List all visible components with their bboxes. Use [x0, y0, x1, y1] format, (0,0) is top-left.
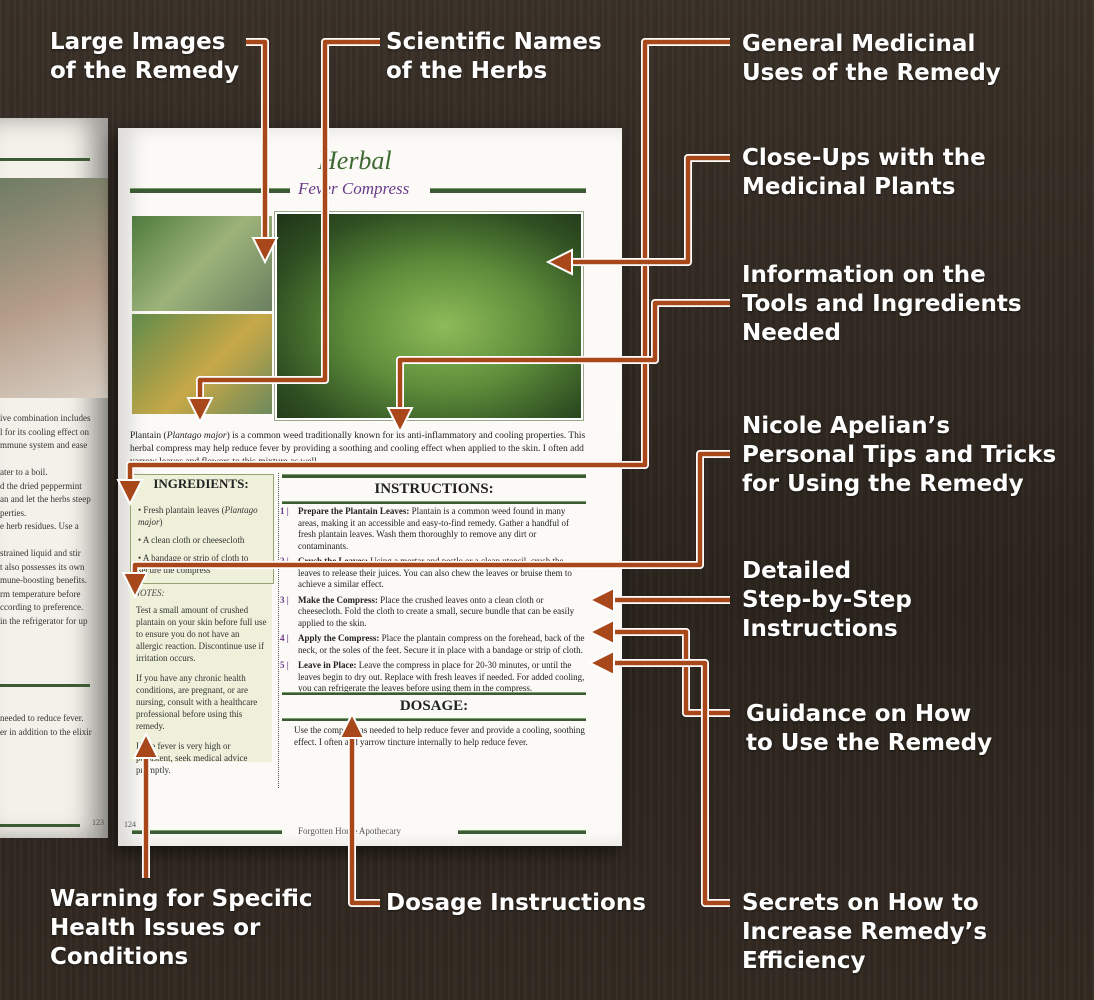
- step-title: Apply the Compress:: [298, 633, 380, 643]
- right-book-page: Herbal Fever Compress Plantain (Plantago…: [118, 128, 622, 846]
- left-page-number: 123: [92, 818, 104, 827]
- instruction-step: 1 | Prepare the Plantain Leaves: Plantain…: [280, 506, 588, 552]
- dosage-heading: DOSAGE:: [399, 698, 469, 714]
- callout-personal-tips: Nicole Apelian’s Personal Tips and Trick…: [742, 413, 1057, 497]
- note-paragraph: If you have any chronic health condition…: [136, 673, 258, 731]
- footer-rule-right: [458, 830, 586, 834]
- arrow-close-ups: [545, 154, 730, 276]
- left-page-text-bottom: needed to reduce fever. er in addition t…: [0, 713, 92, 737]
- ingredients-heading: INGREDIENTS:: [153, 476, 249, 491]
- callout-general-uses: General Medicinal Uses of the Remedy: [742, 31, 1001, 86]
- note-paragraph: Test a small amount of crushed plantain …: [136, 605, 267, 663]
- ingredient-item: • A bandage or strip of cloth to secure …: [138, 553, 249, 575]
- notes-box: [130, 584, 272, 762]
- notes-heading: NOTES:: [134, 588, 165, 598]
- instruction-step: 4 | Apply the Compress: Place the plantai…: [280, 633, 588, 656]
- left-page-rule: [0, 824, 80, 827]
- callout-scientific-names: Scientific Names of the Herbs: [386, 29, 602, 84]
- title-rule-right: [430, 188, 586, 193]
- step-text: Plantain is a common weed found in many …: [298, 506, 570, 551]
- instructions-rule: [282, 501, 586, 504]
- column-divider: [278, 473, 279, 788]
- arrow-step-by-step: [587, 586, 730, 614]
- step-title: Prepare the Plantain Leaves:: [298, 506, 410, 516]
- instruction-step: 5 | Leave in Place: Leave the compress in…: [280, 660, 588, 695]
- footer-rule-left: [132, 830, 282, 834]
- left-page-text: ive combination includes l for its cooli…: [0, 413, 91, 626]
- callout-large-images: Large Images of the Remedy: [50, 29, 240, 84]
- instructions-heading: INSTRUCTIONS:: [374, 481, 494, 497]
- remedy-photo-herbs: [132, 216, 272, 311]
- callout-step-by-step: Detailed Step-by-Step Instructions: [742, 558, 912, 642]
- step-number: 5 |: [280, 660, 289, 670]
- arrow-large-images: [246, 38, 279, 265]
- step-number: 4 |: [280, 633, 289, 643]
- right-page-number: 124: [124, 820, 136, 829]
- step-number: 3 |: [280, 594, 289, 605]
- step-title: Make the Compress:: [298, 594, 378, 605]
- arrow-personal-tips: [121, 450, 730, 600]
- ingredient-item: • Fresh plantain leaves (Plantago major): [138, 505, 258, 527]
- callout-dosage: Dosage Instructions: [386, 890, 646, 916]
- callout-tools-info: Information on the Tools and Ingredients…: [742, 262, 1022, 346]
- instruction-step: 3 | Make the Compress: Place the crushed …: [280, 595, 588, 630]
- arrow-warning: [132, 731, 160, 878]
- arrow-dosage: [338, 711, 380, 907]
- instructions-steps: 1 | Prepare the Plantain Leaves: Plantain…: [280, 506, 588, 699]
- page-title: Herbal: [318, 146, 392, 175]
- dosage-text: Use the compress as needed to help reduc…: [294, 725, 585, 747]
- step-text: Place the plantain compress on the foreh…: [298, 633, 585, 655]
- step-text: Place the crushed leaves onto a clean cl…: [298, 594, 575, 628]
- title-rule-left: [130, 188, 290, 193]
- step-text: Leave the compress in place for 20-30 mi…: [298, 660, 585, 693]
- step-title: Leave in Place:: [298, 660, 357, 670]
- callout-close-ups: Close-Ups with the Medicinal Plants: [742, 145, 986, 200]
- arrow-tools: [386, 299, 730, 435]
- note-paragraph: If the fever is very high or persistent,…: [136, 741, 248, 775]
- callout-warning: Warning for Specific Health Issues or Co…: [50, 886, 313, 970]
- left-book-page: ive combination includes l for its cooli…: [0, 118, 108, 838]
- arrow-secrets: [587, 649, 730, 907]
- notes-body: Test a small amount of crushed plantain …: [136, 604, 268, 784]
- instructions-rule: [282, 474, 586, 478]
- callout-secrets: Secrets on How to Increase Remedy’s Effi…: [742, 890, 988, 974]
- callout-guidance: Guidance on How to Use the Remedy: [746, 701, 993, 756]
- ingredient-item: • A clean cloth or cheesecloth: [138, 535, 245, 545]
- left-page-photo: [0, 178, 108, 398]
- arrow-general-uses: [116, 38, 730, 507]
- arrow-scientific-names: [186, 38, 380, 425]
- dosage-rule: [282, 718, 586, 721]
- ingredients-list: • Fresh plantain leaves (Plantago major)…: [138, 504, 268, 582]
- step-number: 1 |: [280, 506, 289, 516]
- left-page-rule: [0, 158, 90, 161]
- dosage-rule: [282, 692, 586, 695]
- left-page-rule: [0, 684, 90, 687]
